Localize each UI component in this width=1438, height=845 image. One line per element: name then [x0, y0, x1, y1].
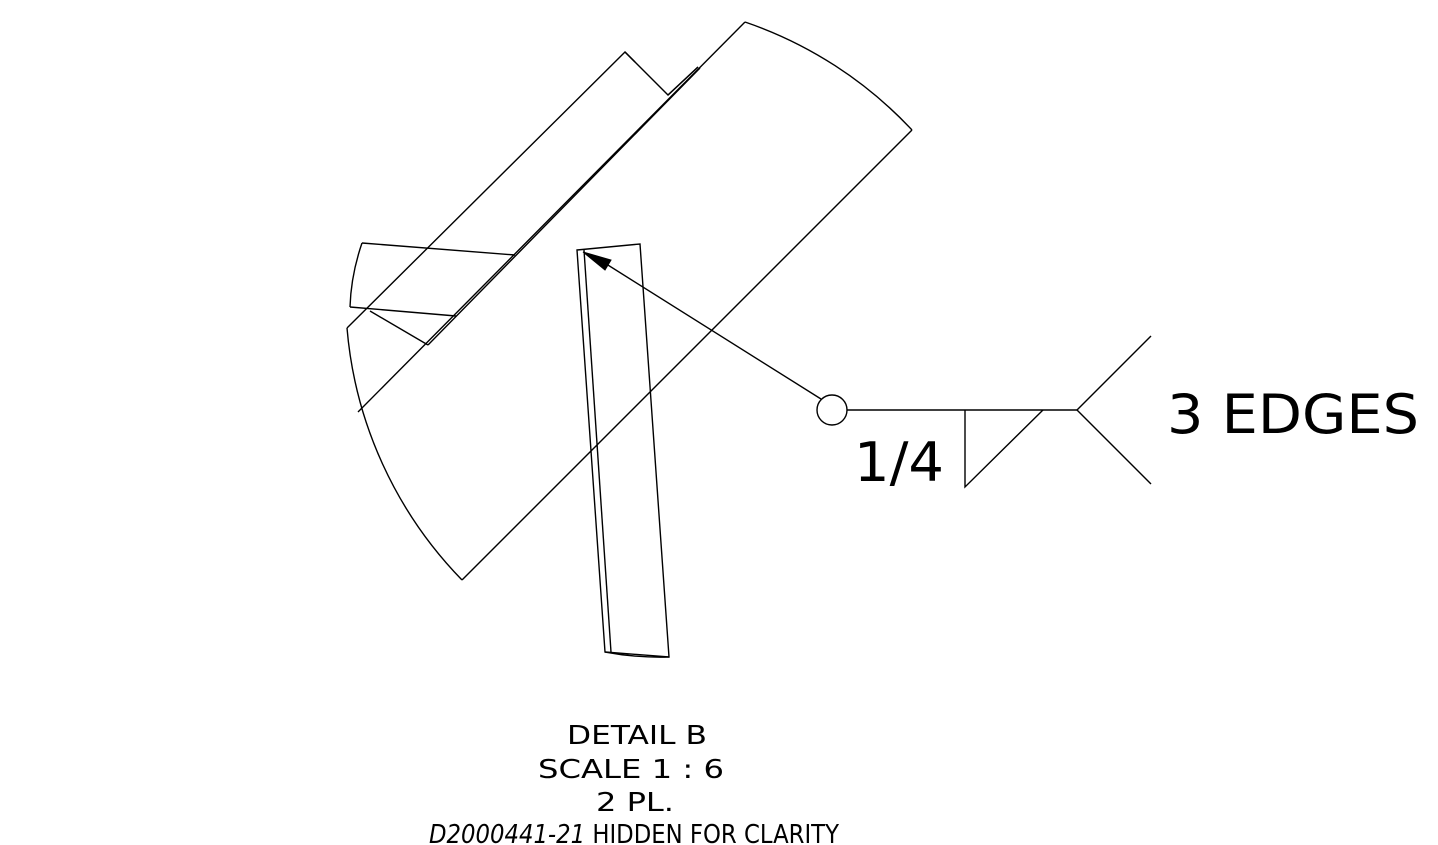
horizontal-bar [349, 242, 516, 317]
detail-caption: DETAIL B SCALE 1 : 6 2 PL. D2000441-21 H… [429, 721, 839, 845]
weld-tail-note: 3 EDGES [1167, 383, 1419, 446]
angle-flange [346, 51, 699, 346]
hidden-note-text: HIDDEN FOR CLARITY [585, 820, 839, 845]
weld-tail-upper [1076, 335, 1152, 411]
weld-size-label: 1/4 [854, 431, 944, 494]
detail-places: 2 PL. [596, 788, 674, 818]
hidden-part-number: D2000441-21 [429, 820, 585, 845]
hidden-note: D2000441-21 HIDDEN FOR CLARITY [429, 820, 839, 845]
weld-leader [582, 251, 822, 400]
detail-scale: SCALE 1 : 6 [538, 755, 724, 785]
vertical-plate [576, 243, 670, 658]
weld-symbol [816, 335, 1152, 489]
leader-arrowhead [582, 251, 612, 271]
weld-tail-lower [1076, 409, 1152, 485]
fillet-weld-icon [964, 409, 1044, 489]
detail-title: DETAIL B [567, 721, 707, 751]
detail-boundary-arc [346, 21, 913, 581]
weld-all-around-icon [816, 394, 848, 426]
diagonal-beam [357, 21, 913, 581]
